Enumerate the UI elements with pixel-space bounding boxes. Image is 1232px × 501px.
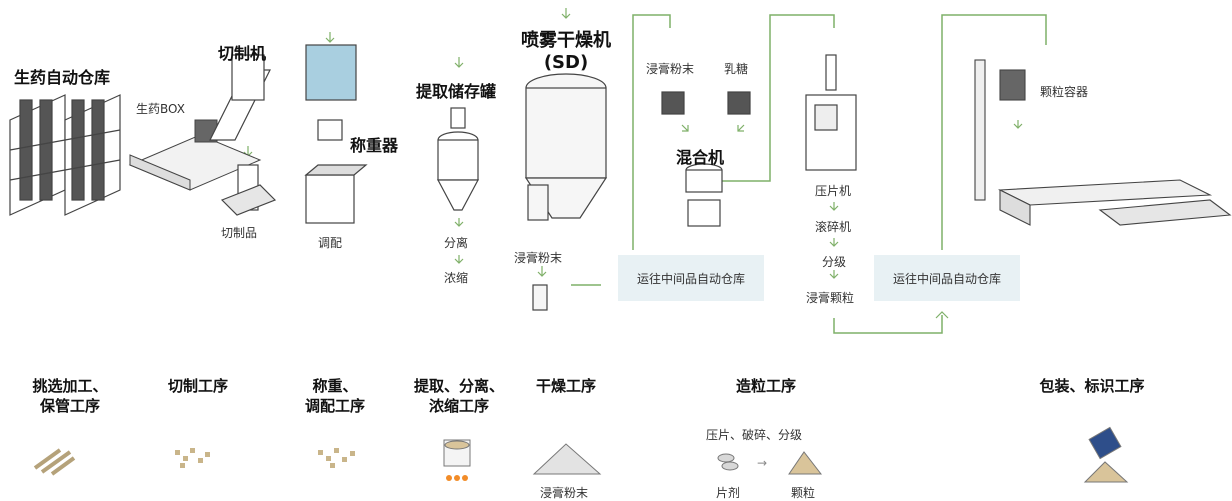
stage-title: 称重、 调配工序 [285, 376, 385, 416]
granulation-steps-label: 压片、破碎、分级 [706, 428, 803, 442]
weigher [304, 44, 368, 224]
stage-title: 切制工序 [148, 376, 248, 396]
stage-line1: 称重、 [312, 377, 358, 395]
blend-label: 调配 [318, 236, 343, 250]
concentrate-label: 浓缩 [444, 271, 469, 285]
arrow-right-icon: → [757, 456, 768, 470]
dry-product-label: 浸膏粉末 [540, 486, 589, 500]
granule-container-label: 颗粒容器 [1040, 85, 1089, 99]
box-label: 生药BOX [136, 102, 185, 116]
extraction-tank [437, 107, 479, 211]
spray-dryer-title-line1: 喷雾干燥机 [521, 30, 611, 51]
warehouse-title: 生药自动仓库 [14, 68, 111, 87]
granule-label: 浸膏颗粒 [806, 291, 855, 305]
stage-line1: 造粒工序 [735, 377, 796, 395]
cut-product-label: 切制品 [221, 226, 258, 240]
stage-line2: 浓缩工序 [428, 397, 489, 415]
crush-label: 滚碎机 [815, 220, 852, 234]
tablet-label: 片剂 [716, 486, 741, 500]
separate-label: 分离 [444, 236, 469, 250]
stage-line2: 调配工序 [304, 397, 365, 415]
bottom-products [33, 426, 1129, 483]
sd-powder-label: 浸膏粉末 [514, 251, 563, 265]
spray-dryer-title: 喷雾干燥机 (SD) [506, 30, 626, 74]
transfer-box-1: 运往中间品自动仓库 [618, 255, 764, 301]
stage-line1: 挑选加工、 [32, 377, 108, 395]
cutter-machine [209, 54, 277, 216]
stage-line1: 包装、标识工序 [1039, 377, 1145, 395]
lactose-label: 乳糖 [724, 62, 749, 76]
warehouse-racks [9, 94, 121, 216]
stage-title: 干燥工序 [516, 376, 616, 396]
tank-title: 提取储存罐 [416, 82, 497, 101]
stage-title: 造粒工序 [716, 376, 816, 396]
stage-line1: 提取、分离、 [413, 377, 504, 395]
mixer [661, 91, 751, 227]
flow-lines [571, 14, 1047, 334]
stage-title: 提取、分离、 浓缩工序 [403, 376, 515, 416]
press-machine [805, 54, 857, 171]
stage-line1: 干燥工序 [535, 377, 596, 395]
spray-dryer-title-line2: (SD) [543, 52, 589, 73]
granules-label: 颗粒 [791, 486, 816, 500]
classify-label: 分级 [822, 255, 847, 269]
stage-title: 包装、标识工序 [1022, 376, 1162, 396]
stage-title: 挑选加工、 保管工序 [20, 376, 120, 416]
weigher-title: 称重器 [350, 136, 399, 155]
mixer-title: 混合机 [676, 148, 725, 167]
extract-powder-label: 浸膏粉末 [646, 62, 695, 76]
packaging-line [974, 59, 1232, 226]
stage-line2: 保管工序 [39, 397, 100, 415]
cutter-title: 切制机 [218, 44, 267, 63]
press-label: 压片机 [815, 184, 852, 198]
stage-line1: 切制工序 [167, 377, 228, 395]
spray-dryer [524, 73, 608, 311]
transfer-box-2: 运往中间品自动仓库 [874, 255, 1020, 301]
